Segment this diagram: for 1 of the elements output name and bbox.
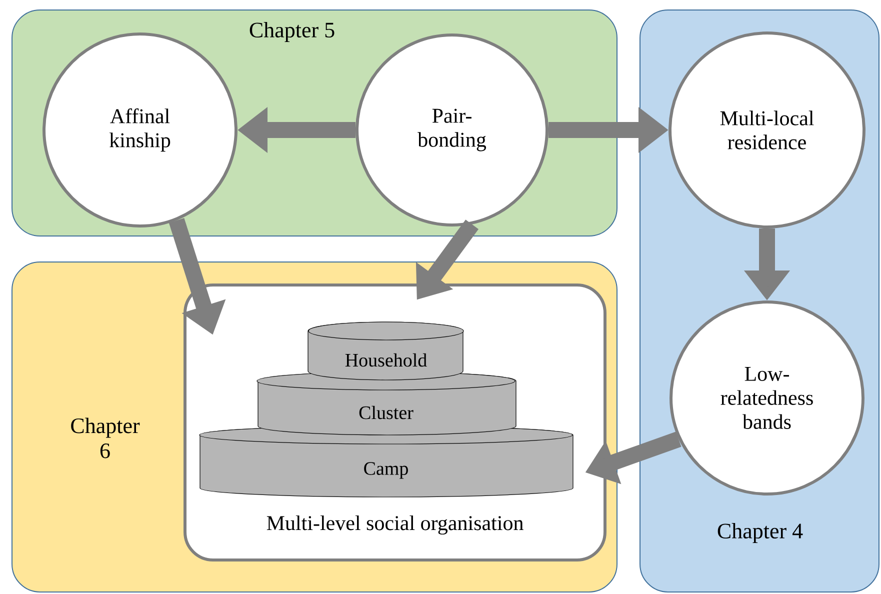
level-cylinder: Household bbox=[308, 322, 464, 380]
